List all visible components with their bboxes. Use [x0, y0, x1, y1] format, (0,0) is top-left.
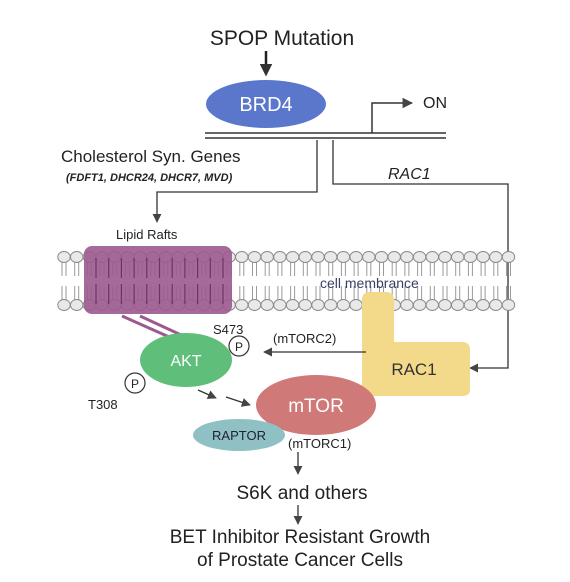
brd4-node [206, 80, 326, 128]
s6k-label: S6K and others [237, 483, 368, 504]
cholesterol-branch-arrow [152, 140, 318, 223]
p-s473-circle [228, 335, 250, 357]
akt-mtor-arrow-1 [197, 389, 217, 399]
cell-membrance-label: cell membrance [320, 275, 419, 291]
akt-mtor-arrow-2 [225, 396, 251, 407]
p-t308-label: P [131, 377, 139, 391]
lipid-rafts-label: Lipid Rafts [116, 227, 178, 242]
on-label: ON [423, 95, 447, 112]
akt-label: AKT [170, 353, 201, 370]
brd4-label: BRD4 [239, 94, 292, 116]
t308-label: T308 [88, 397, 118, 412]
mtor-node [256, 375, 376, 435]
raptor-node [193, 419, 285, 451]
outcome-line-2: of Prostate Cancer Cells [197, 550, 403, 571]
akt-node [140, 333, 232, 387]
mtor-label: mTOR [288, 396, 344, 417]
outcome-line-1: BET Inhibitor Resistant Growth [170, 527, 430, 548]
spop-mutation-title: SPOP Mutation [210, 27, 354, 50]
rac1-node-label: RAC1 [391, 360, 436, 379]
gene-list-label: (FDFT1, DHCR24, DHCR7, MVD) [66, 172, 233, 184]
rac1-node [362, 292, 470, 396]
mtorc1-label: (mTORC1) [288, 436, 351, 451]
mtorc2-label: (mTORC2) [273, 331, 336, 346]
lipid-raft-tails [95, 258, 224, 304]
s473-label: S473 [213, 322, 243, 337]
on-arrow [371, 97, 414, 133]
rac1-gene-label: RAC1 [388, 166, 431, 183]
p-t308-circle [124, 372, 146, 394]
rac1-branch-arrow [332, 140, 509, 373]
raptor-label: RAPTOR [212, 428, 266, 443]
p-s473-label: P [235, 340, 243, 354]
cholesterol-genes-label: Cholesterol Syn. Genes [61, 147, 241, 166]
